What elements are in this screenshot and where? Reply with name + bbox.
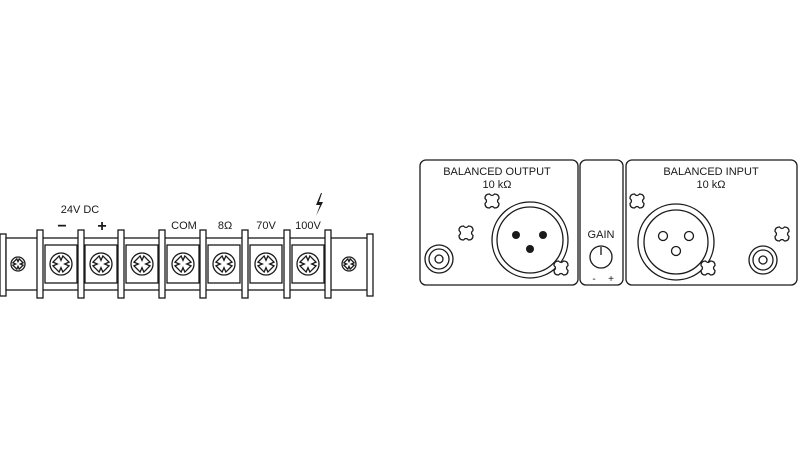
rca-input-jack[interactable] (748, 245, 778, 275)
gain-panel (579, 159, 624, 286)
label-minus: − (57, 218, 66, 235)
mounting-screw-icon (553, 260, 569, 276)
terminal-screw-icon[interactable] (130, 252, 154, 276)
balanced-input-panel (625, 159, 798, 286)
terminal-screw-icon[interactable] (341, 256, 357, 272)
label-100v: 100V (295, 220, 321, 232)
output-title: BALANCED OUTPUT (443, 166, 551, 178)
mounting-screw-icon (484, 193, 500, 209)
terminal-screw-icon[interactable] (212, 252, 236, 276)
end-cap-right (366, 233, 374, 297)
terminal-screw-icon[interactable] (171, 252, 195, 276)
terminal-screw-icon[interactable] (10, 256, 26, 272)
label-24v-dc: 24V DC (61, 204, 100, 216)
xlr-input-connector[interactable] (637, 203, 715, 281)
terminal-divider (283, 229, 291, 299)
mounting-screw-icon (458, 225, 474, 241)
balanced-output-panel (419, 159, 579, 286)
terminal-divider (117, 229, 125, 299)
mounting-screw-icon (700, 260, 716, 276)
gain-knob[interactable] (589, 245, 613, 269)
terminal-screw-icon[interactable] (49, 252, 73, 276)
label-70v: 70V (256, 220, 276, 232)
label-8-ohm: 8Ω (218, 220, 232, 232)
terminal-divider (199, 229, 207, 299)
lightning-bolt-icon (316, 193, 323, 216)
input-impedance: 10 kΩ (696, 179, 725, 191)
end-cap-left (0, 233, 7, 297)
xlr-output-connector[interactable] (491, 201, 569, 279)
terminal-screw-icon[interactable] (296, 252, 320, 276)
mounting-screw-icon (774, 226, 790, 242)
terminal-divider (241, 229, 249, 299)
label-plus: + (97, 218, 106, 235)
gain-plus: + (608, 274, 614, 285)
terminal-screw-icon[interactable] (254, 252, 278, 276)
terminal-divider (36, 229, 44, 299)
terminal-divider (158, 229, 166, 299)
terminal-divider (324, 229, 332, 299)
terminal-divider (77, 229, 85, 299)
input-title: BALANCED INPUT (663, 166, 759, 178)
output-impedance: 10 kΩ (482, 179, 511, 191)
gain-minus: - (592, 274, 595, 285)
mounting-screw-icon (629, 193, 645, 209)
gain-label: GAIN (588, 229, 615, 241)
rca-output-jack[interactable] (424, 244, 454, 274)
terminal-block (0, 229, 374, 299)
terminal-screw-icon[interactable] (89, 252, 113, 276)
label-com: COM (171, 220, 197, 232)
